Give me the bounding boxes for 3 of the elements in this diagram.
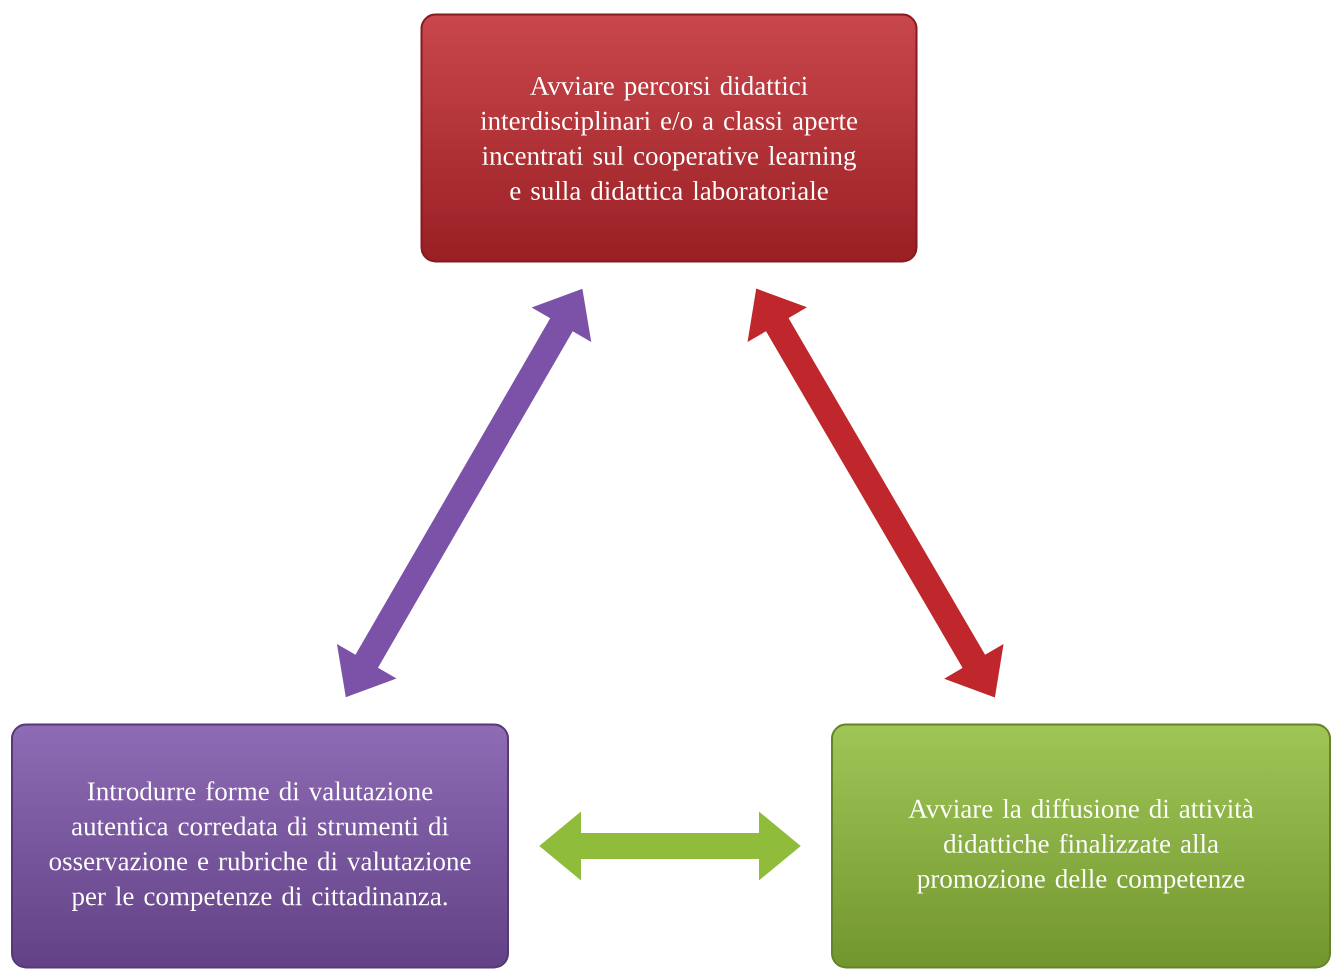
process-box: Avviare percorsi didattici interdisciplinari e/o a classi aperte incentrati sul cooperative learning e sulla didattica laboratoriale bbox=[420, 13, 918, 263]
process-box: Avviare la diffusione di attività didattiche finalizzate alla promozione delle competenze bbox=[831, 723, 1331, 969]
process-box: Introdurre forme di valutazione autentica corredata di strumenti di osservazione e rubriche di valutazione per le competenze di cittadinanza. bbox=[11, 723, 509, 969]
